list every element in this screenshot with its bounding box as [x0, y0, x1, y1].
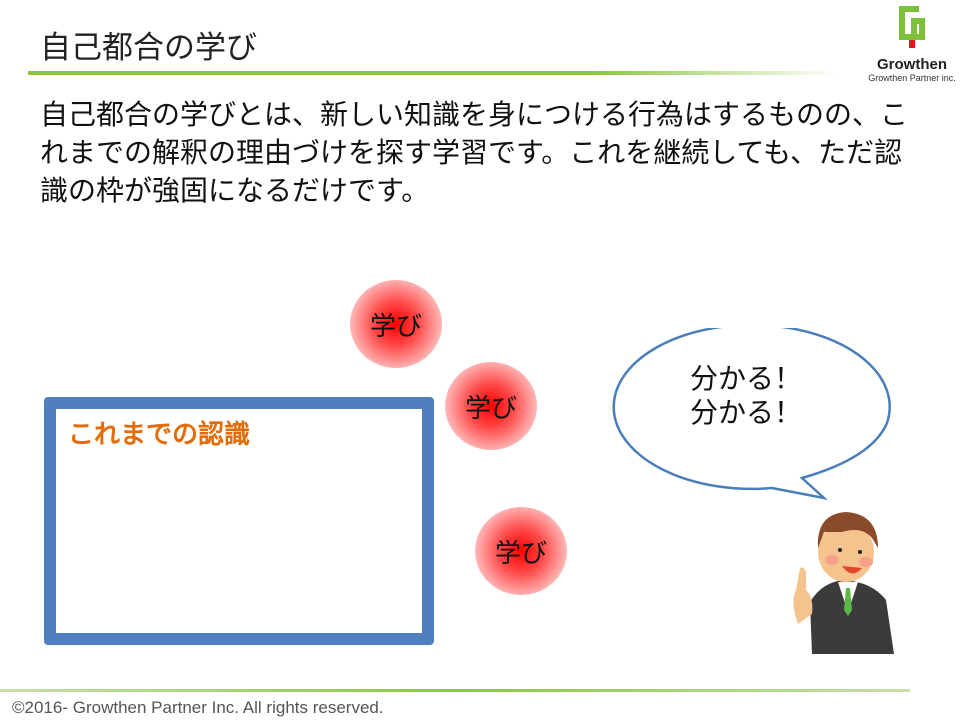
- recognition-label: これまでの認識: [68, 420, 251, 450]
- footer-divider: [0, 689, 910, 692]
- speech-line: 分かる！: [690, 362, 803, 395]
- businessman-illustration-icon: [793, 512, 894, 654]
- learning-bubble: 学び: [350, 280, 442, 368]
- speech-line: 分かる！: [690, 396, 803, 429]
- copyright-footer: ©2016- Growthen Partner Inc. All rights …: [12, 698, 384, 717]
- body-paragraph: 自己都合の学びとは、新しい知識を身につける行為はするものの、これまでの解釈の理由…: [40, 98, 909, 207]
- learning-bubble: 学び: [475, 507, 567, 595]
- speech-bubble: [612, 328, 891, 501]
- learning-bubble: 学び: [445, 362, 537, 450]
- slide-title: 自己都合の学び: [40, 30, 257, 66]
- recognition-frame: [44, 397, 434, 645]
- logo-subtitle: Growthen Partner inc.: [868, 73, 956, 83]
- logo-name: Growthen: [877, 56, 947, 73]
- company-logo: Growthen Growthen Partner inc.: [866, 4, 958, 83]
- title-divider: [28, 71, 838, 75]
- logo-mark-icon: [899, 6, 925, 48]
- speech-text: 分かる！ 分かる！: [690, 362, 802, 430]
